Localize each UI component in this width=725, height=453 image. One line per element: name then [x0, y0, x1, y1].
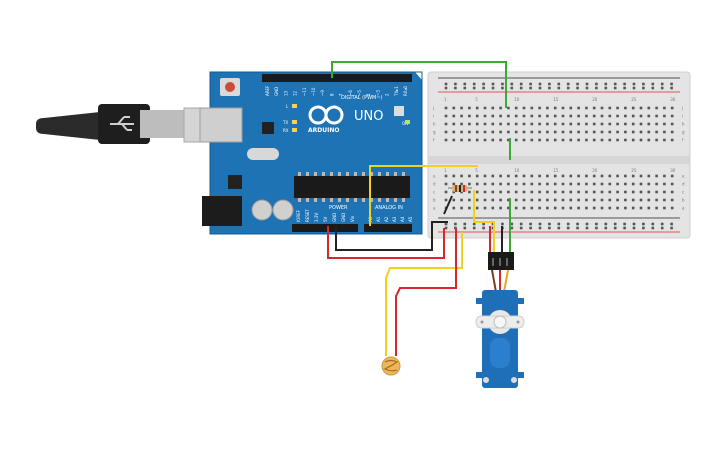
- analog-pin-label-4: A4: [400, 216, 405, 222]
- led-tx-label: TX: [282, 120, 288, 125]
- dc-power-jack: [202, 196, 242, 226]
- column-number-top-1: 1: [444, 97, 447, 102]
- digital-pin-label-1: GND: [274, 87, 279, 96]
- power-pin-label-1: RESET: [305, 209, 310, 222]
- analog-header[interactable]: [364, 224, 412, 232]
- column-number-bottom-10: 10: [514, 168, 520, 173]
- row-label-left-i: i: [433, 114, 434, 119]
- digital-pin-label-9: ~6: [348, 90, 353, 96]
- led-l-label: L: [286, 104, 289, 109]
- row-label-right-i: i: [682, 114, 683, 119]
- wire-red-power[interactable]: [327, 226, 491, 259]
- column-number-top-30: 30: [670, 97, 676, 102]
- row-label-right-g: g: [682, 130, 685, 135]
- usb-icon: [110, 116, 134, 131]
- digital-pin-label-8: 7: [339, 93, 344, 96]
- column-number-bottom-20: 20: [592, 168, 598, 173]
- analog-header-label: ANALOG IN: [375, 205, 403, 211]
- digital-pin-label-5: ~10: [311, 87, 316, 96]
- row-label-right-h: h: [682, 122, 685, 127]
- row-label-left-c: c: [433, 190, 435, 195]
- column-number-top-20: 20: [592, 97, 598, 102]
- digital-pin-label-6: ~9: [320, 90, 325, 96]
- row-label-right-f: f: [682, 138, 684, 143]
- column-number-bottom-15: 15: [553, 168, 559, 173]
- digital-pin-label-2: 13: [283, 90, 288, 96]
- digital-pin-label-15: RX◂0: [403, 85, 408, 96]
- wire-green[interactable]: [331, 61, 511, 252]
- wire-yellow-servo[interactable]: [369, 165, 495, 252]
- row-label-left-f: f: [433, 138, 435, 143]
- analog-pin-label-2: A2: [384, 216, 389, 222]
- row-label-left-g: g: [433, 130, 436, 135]
- digital-pin-label-14: TX▸1: [394, 86, 399, 97]
- column-number-bottom-5: 5: [475, 168, 478, 173]
- digital-pin-label-0: AREF: [265, 85, 270, 96]
- row-label-right-b: b: [682, 198, 685, 203]
- row-label-left-e: e: [433, 174, 436, 179]
- analog-pin-label-3: A3: [392, 216, 397, 222]
- row-label-left-j: j: [432, 106, 434, 111]
- row-label-right-a: a: [682, 206, 685, 211]
- digital-pin-label-12: ~3: [375, 90, 380, 96]
- digital-pin-label-7: 8: [329, 93, 334, 96]
- digital-pin-label-11: 4: [366, 93, 371, 96]
- power-pin-label-4: GND: [332, 213, 337, 222]
- power-pin-label-0: IOREF: [296, 209, 301, 222]
- column-number-bottom-25: 25: [631, 168, 637, 173]
- servo-motor[interactable]: [475, 252, 525, 388]
- atmega-chip: [294, 176, 410, 198]
- row-label-left-b: b: [433, 198, 436, 203]
- power-pin-label-6: Vin: [350, 215, 355, 222]
- row-label-right-j: j: [681, 106, 683, 111]
- ldr-wire-yellow[interactable]: [385, 232, 463, 356]
- column-number-top-25: 25: [631, 97, 637, 102]
- power-pin-label-3: 5V: [323, 216, 328, 222]
- column-number-bottom-1: 1: [444, 168, 447, 173]
- column-number-top-15: 15: [553, 97, 559, 102]
- photoresistor[interactable]: [381, 356, 401, 376]
- resistor[interactable]: [448, 185, 472, 192]
- power-pin-label-5: GND: [341, 213, 346, 222]
- power-header[interactable]: [292, 224, 358, 232]
- power-header-label: POWER: [329, 205, 348, 211]
- row-label-left-a: a: [433, 206, 436, 211]
- digital-pin-label-3: 12: [293, 90, 298, 96]
- row-label-left-d: d: [433, 182, 436, 187]
- row-label-right-c: c: [682, 190, 684, 195]
- column-number-bottom-30: 30: [670, 168, 676, 173]
- column-number-top-5: 5: [475, 97, 478, 102]
- arduino-logo-icon: [308, 105, 344, 125]
- digital-header[interactable]: [262, 74, 412, 82]
- wire-black-ground[interactable]: [335, 195, 503, 252]
- power-pin-label-2: 3.3V: [314, 213, 319, 222]
- ldr-wire-red[interactable]: [395, 228, 457, 356]
- row-label-right-e: e: [682, 174, 685, 179]
- column-number-top-10: 10: [514, 97, 520, 102]
- digital-pin-label-4: ~11: [302, 87, 307, 96]
- analog-pin-label-5: A5: [408, 216, 413, 222]
- arduino-uno-board[interactable]: ARDUINO UNO DIGITAL (PWM~) POWER ANALOG …: [199, 71, 423, 235]
- usb-cable[interactable]: [36, 104, 241, 144]
- analog-pin-label-1: A1: [376, 216, 381, 222]
- row-label-left-h: h: [433, 122, 436, 127]
- arduino-logo-text: ARDUINO: [308, 127, 339, 134]
- digital-header-label: DIGITAL (PWM~): [341, 95, 383, 101]
- digital-pin-label-13: 2: [385, 93, 390, 96]
- led-rx-label: RX: [283, 128, 289, 133]
- digital-pin-label-10: ~5: [357, 90, 362, 96]
- row-label-right-d: d: [682, 182, 685, 187]
- board-model-label: UNO: [354, 109, 383, 124]
